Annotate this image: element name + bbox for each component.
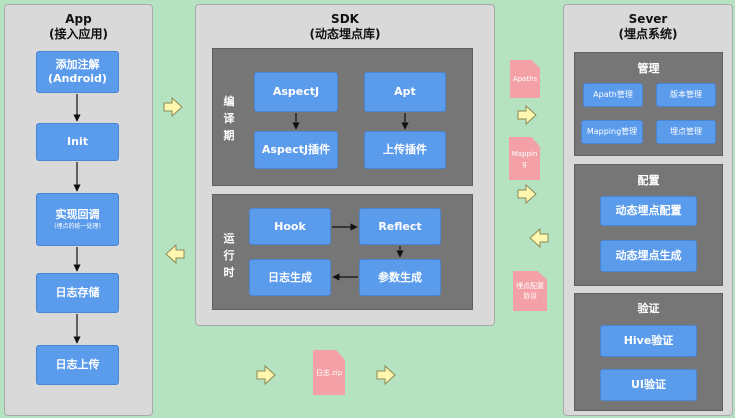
dyn-config-label: 动态埋点配置 [615, 204, 682, 217]
apath-manage-box: Apath管理 [583, 83, 643, 107]
flow-arrow-app-to-sdk [163, 96, 183, 118]
runtime-char-2: 行 [223, 249, 235, 262]
runtime-label: 运 行 时 [222, 230, 236, 281]
runtime-char-1: 运 [223, 232, 235, 245]
dyn-gen-label: 动态埋点生成 [615, 249, 682, 262]
manage-title: 管理 [637, 62, 660, 75]
callback-label: 实现回调 [55, 208, 100, 221]
hook-label: Hook [274, 219, 306, 233]
flow-arrow-sdk-to-server-2 [517, 183, 537, 205]
mapping-doc-label: Mapping [511, 149, 538, 168]
callback-sub: (埋点的统一处理) [54, 223, 101, 230]
log-store-box: 日志存储 [36, 273, 119, 313]
runtime-char-3: 时 [223, 266, 235, 279]
aspectj-plugin-label: AspectJ插件 [261, 143, 331, 156]
server-subtitle: (埋点系统) [618, 27, 678, 41]
mapping-manage-box: Mapping管理 [581, 120, 643, 144]
log-gen-box: 日志生成 [249, 259, 331, 296]
flow-arrow-server-to-sdk [529, 227, 549, 249]
ui-verify-label: UI验证 [630, 378, 667, 391]
apaths-doc-label: Apaths [512, 75, 538, 83]
compile-time-label: 编 译 期 [222, 93, 236, 144]
app-title-text: App [65, 12, 92, 26]
dyn-gen-box: 动态埋点生成 [600, 240, 697, 272]
flow-arrow-app-to-zip [256, 364, 276, 386]
mapping-manage-label: Mapping管理 [586, 127, 638, 136]
compile-char-3: 期 [223, 129, 235, 142]
aspectj-box: AspectJ [254, 72, 338, 112]
hive-verify-label: Hive验证 [623, 334, 674, 347]
version-manage-box: 版本管理 [656, 83, 716, 107]
point-manage-box: 埋点管理 [656, 120, 716, 144]
server-title: Sever (埋点系统) [563, 12, 733, 42]
dyn-config-box: 动态埋点配置 [600, 196, 697, 226]
upload-plugin-box: 上传插件 [364, 131, 446, 169]
log-upload-label: 日志上传 [55, 358, 100, 371]
sdk-subtitle: (动态埋点库) [309, 27, 381, 41]
reflect-label: Reflect [378, 219, 422, 233]
upload-plugin-label: 上传插件 [383, 143, 427, 156]
log-zip-doc-label: 日志.zip [315, 368, 343, 377]
config-title: 配置 [637, 174, 660, 187]
apt-box: Apt [364, 72, 446, 112]
hive-verify-box: Hive验证 [600, 325, 697, 357]
compile-char-2: 译 [223, 112, 235, 125]
sdk-title-text: SDK [331, 12, 359, 26]
apt-label: Apt [394, 85, 416, 98]
annotation-label: 添加注解 [55, 58, 100, 71]
callback-box: 实现回调 (埋点的统一处理) [36, 193, 119, 246]
mapping-doc-icon: Mapping [509, 137, 540, 180]
hook-box: Hook [249, 208, 331, 245]
log-upload-box: 日志上传 [36, 345, 119, 385]
aspectj-label: AspectJ [272, 85, 320, 98]
annotation-sub: (Android) [48, 72, 107, 85]
app-title: App (接入应用) [4, 12, 153, 42]
version-manage-label: 版本管理 [670, 90, 702, 99]
log-zip-doc-icon: 日志.zip [313, 350, 345, 395]
flow-arrow-sdk-to-app [165, 243, 185, 265]
apath-manage-label: Apath管理 [593, 90, 633, 99]
sdk-title: SDK (动态埋点库) [195, 12, 495, 42]
config-protocol-doc-label: 埋点配置协议 [516, 282, 544, 300]
flow-arrow-zip-to-server [376, 364, 396, 386]
annotation-box: 添加注解 (Android) [36, 51, 119, 93]
config-protocol-doc-icon: 埋点配置协议 [513, 271, 547, 311]
param-gen-box: 参数生成 [359, 259, 441, 296]
log-gen-label: 日志生成 [268, 270, 312, 284]
flow-arrow-sdk-to-server-1 [517, 104, 537, 126]
ui-verify-box: UI验证 [600, 369, 697, 401]
log-store-label: 日志存储 [55, 286, 100, 299]
param-gen-label: 参数生成 [378, 270, 422, 284]
server-title-text: Sever [628, 12, 668, 26]
aspectj-plugin-box: AspectJ插件 [254, 131, 338, 169]
init-box: Init [36, 123, 119, 161]
reflect-box: Reflect [359, 208, 441, 245]
point-manage-label: 埋点管理 [670, 127, 702, 136]
app-subtitle: (接入应用) [49, 27, 108, 41]
init-label: Init [67, 135, 88, 148]
compile-char-1: 编 [223, 95, 235, 108]
verify-title: 验证 [637, 302, 660, 315]
apaths-doc-icon: Apaths [510, 60, 540, 98]
